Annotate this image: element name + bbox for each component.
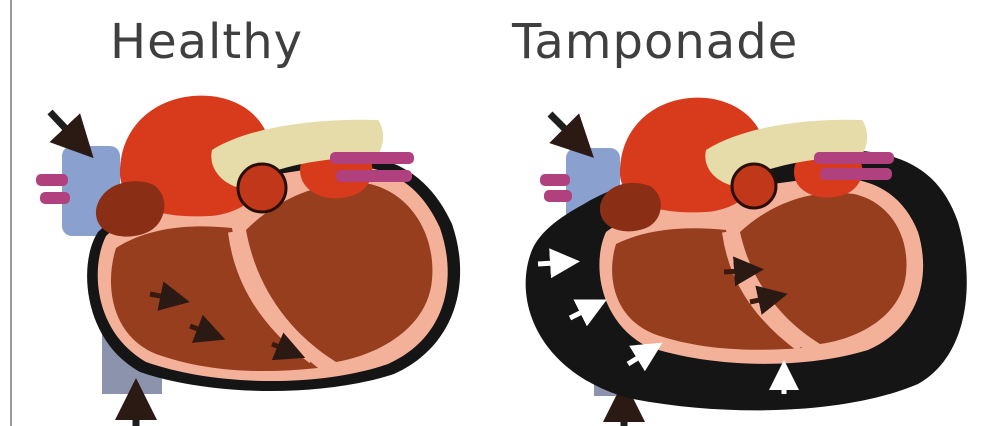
pulmonary-vein-right — [330, 152, 414, 164]
chamber-arrow-1 — [724, 270, 754, 272]
pulmonary-vein-left — [36, 174, 68, 186]
inflow-arrow-top — [50, 112, 84, 148]
healthy-heart-illustration — [0, 0, 490, 426]
pulmonary-vein-right-2 — [820, 168, 892, 180]
pulmonary-vein-right-2 — [336, 170, 412, 182]
fluid-arrow-1 — [538, 262, 570, 264]
tamponade-heart-illustration — [488, 0, 982, 426]
aortic-valve — [732, 164, 776, 208]
pulmonary-vein-right — [814, 152, 894, 164]
pulmonary-vein-left-2 — [40, 192, 70, 204]
pulmonary-vein-left — [540, 174, 570, 186]
inflow-arrow-top — [550, 114, 584, 148]
pulmonary-vein-left-2 — [544, 190, 572, 202]
aortic-valve — [238, 164, 286, 212]
